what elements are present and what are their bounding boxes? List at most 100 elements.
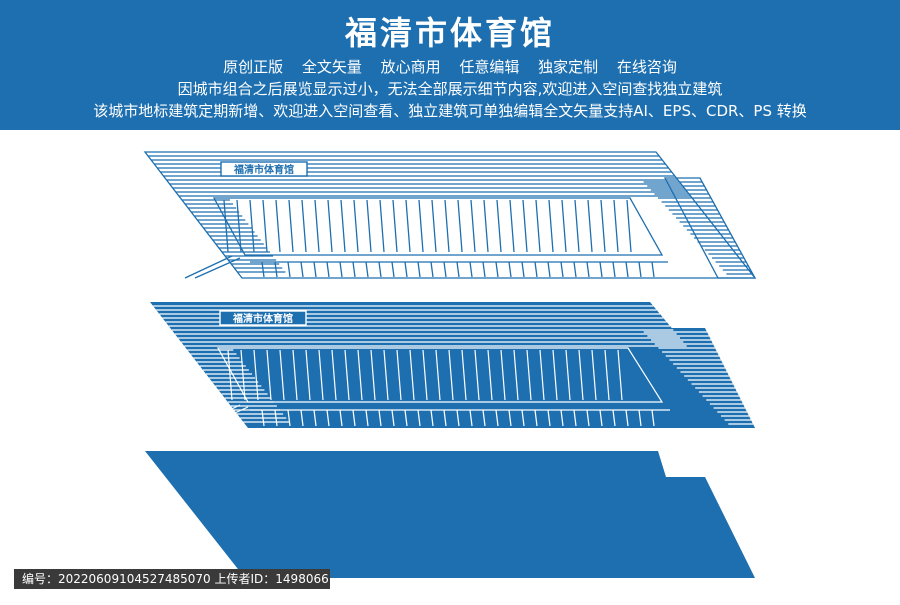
stripe-line — [287, 261, 291, 278]
stripe-line — [573, 409, 577, 427]
stripe-line — [409, 349, 415, 401]
sign-box — [220, 161, 308, 177]
stripe-line — [191, 404, 241, 429]
stripe-line — [417, 409, 421, 427]
stripe-line — [201, 406, 249, 429]
stripe-line — [600, 199, 606, 253]
stripe-line — [275, 199, 281, 253]
building-inverse-version: 福清市体育馆 — [150, 302, 755, 429]
stripe-line — [327, 199, 333, 253]
stripe-line — [456, 261, 460, 278]
stripe-line — [474, 349, 480, 401]
stripe-line — [435, 349, 441, 401]
stripe-line — [404, 261, 408, 278]
stripe-line — [469, 261, 473, 278]
stripe-line — [379, 199, 385, 253]
stripe-line — [240, 349, 246, 401]
building-illustrations: 福清市体育馆 福清市体育馆 — [143, 151, 757, 578]
stripe-line — [366, 199, 372, 253]
stripe-line — [617, 349, 623, 401]
stripe-line — [431, 199, 437, 253]
building-sign-top: 福清市体育馆 — [233, 163, 294, 176]
stripe-line — [430, 261, 434, 278]
stripe-line — [344, 349, 350, 401]
stripe-line — [470, 199, 476, 253]
stripe-line — [591, 349, 597, 401]
stripe-line — [573, 261, 577, 278]
stripe-line — [253, 349, 259, 401]
sign-box-inverse — [219, 310, 307, 326]
inverse-facade-columns — [191, 349, 670, 429]
stripe-line — [508, 261, 512, 278]
stripe-line — [279, 349, 285, 401]
stripe-line — [370, 349, 376, 401]
stripe-line — [383, 349, 389, 401]
building-outline-version: 福清市体育馆 — [143, 151, 757, 279]
stripe-line — [604, 349, 610, 401]
stripe-line — [430, 409, 434, 427]
stripe-line — [625, 409, 629, 427]
stripe-line — [483, 199, 489, 253]
stripe-line — [305, 349, 311, 401]
stripe-line — [378, 261, 382, 278]
stripe-line — [417, 261, 421, 278]
stripe-line — [353, 199, 359, 253]
outline-shape — [216, 347, 664, 403]
stripe-line — [357, 349, 363, 401]
stripe-line — [613, 199, 619, 253]
stripe-line — [418, 199, 424, 253]
stripe-line — [236, 199, 242, 253]
stripe-line — [487, 349, 493, 401]
stripe-line — [565, 349, 571, 401]
stripe-line — [301, 199, 307, 253]
stripe-line — [513, 349, 519, 401]
header-banner: 福清市体育馆 原创正版 全文矢量 放心商用 任意编辑 独家定制 在线咨询 因城市… — [0, 0, 900, 130]
stripe-line — [443, 409, 447, 427]
stripe-line — [612, 261, 616, 278]
stripe-line — [561, 199, 567, 253]
stripe-line — [339, 409, 343, 427]
stripe-line — [535, 199, 541, 253]
stripe-line — [496, 199, 502, 253]
building-silhouette — [145, 451, 755, 578]
stripe-line — [365, 261, 369, 278]
stripe-line — [443, 261, 447, 278]
stripe-line — [352, 261, 356, 278]
facade-columns — [184, 199, 668, 279]
stripe-line — [547, 409, 551, 427]
stripe-line — [331, 349, 337, 401]
notice-line-1: 因城市组合之后展览显示过小，无法全部展示细节内容,欢迎进入空间查找独立建筑 — [177, 80, 723, 98]
stripe-line — [457, 199, 463, 253]
stripe-line — [586, 261, 590, 278]
stripe-line — [560, 261, 564, 278]
stripe-line — [326, 409, 330, 427]
stripe-line — [521, 261, 525, 278]
stripe-line — [638, 261, 642, 278]
stripe-line — [391, 409, 395, 427]
stripe-line — [578, 349, 584, 401]
stripe-line — [223, 199, 229, 253]
stripe-line — [626, 199, 632, 253]
stripe-line — [405, 199, 411, 253]
stripe-line — [292, 349, 298, 401]
stripe-line — [261, 261, 265, 278]
inverse-side-stripes — [643, 331, 753, 425]
stripe-line — [392, 199, 398, 253]
stripe-line — [495, 409, 499, 427]
stripe-line — [287, 409, 291, 427]
stripe-line — [495, 261, 499, 278]
stripe-line — [422, 349, 428, 401]
stripe-line — [625, 261, 629, 278]
stripe-line — [274, 409, 278, 427]
stripe-line — [534, 261, 538, 278]
stripe-line — [547, 261, 551, 278]
stripe-line — [444, 199, 450, 253]
stripe-line — [456, 409, 460, 427]
stripe-line — [262, 199, 268, 253]
stripe-line — [326, 261, 330, 278]
feature-list: 原创正版 全文矢量 放心商用 任意编辑 独家定制 在线咨询 — [223, 58, 677, 76]
stripe-line — [560, 409, 564, 427]
stripe-line — [539, 349, 545, 401]
stripe-line — [274, 261, 278, 278]
stripe-line — [587, 199, 593, 253]
